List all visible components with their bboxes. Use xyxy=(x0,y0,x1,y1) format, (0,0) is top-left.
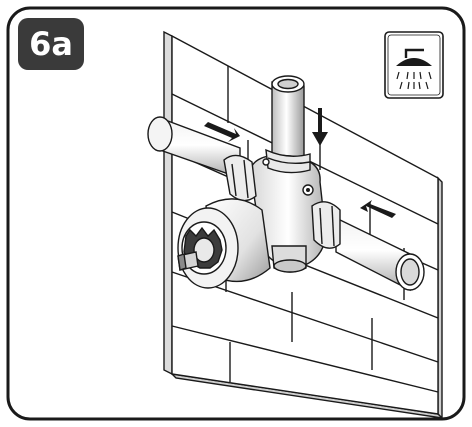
flow-arrow-right xyxy=(360,200,396,218)
cartridge-housing xyxy=(177,198,271,289)
flow-arrow-left xyxy=(204,122,240,142)
spline-stem xyxy=(177,221,227,275)
left-inlet-pipe xyxy=(147,116,241,179)
step-label: 6a xyxy=(29,25,73,63)
shower-icon xyxy=(384,31,444,99)
flow-arrow-down xyxy=(312,108,328,146)
valve-body xyxy=(223,148,341,273)
step-badge: 6a xyxy=(18,18,84,70)
top-outlet-pipe xyxy=(271,75,305,165)
